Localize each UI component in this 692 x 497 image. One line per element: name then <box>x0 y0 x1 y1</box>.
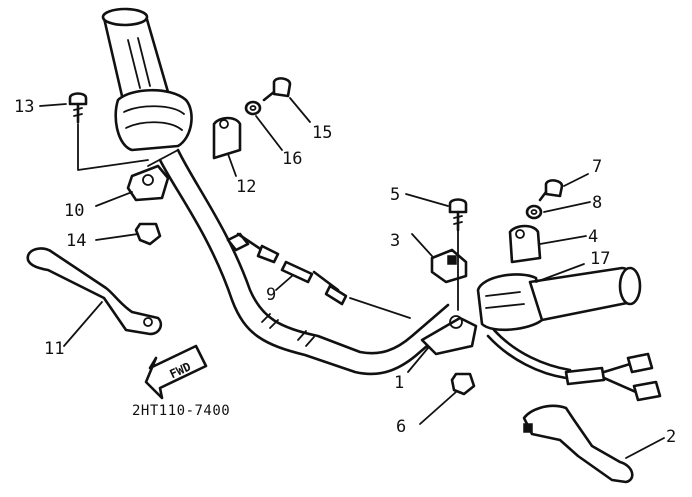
callout-6: 6 <box>396 417 406 437</box>
lever-11 <box>26 247 163 336</box>
clamp-12 <box>212 116 242 160</box>
callout-4: 4 <box>588 227 598 247</box>
handlebar <box>158 148 457 376</box>
callout-12: 12 <box>236 177 256 197</box>
callout-15: 15 <box>312 123 332 143</box>
screw-5 <box>448 198 468 232</box>
lever-2 <box>522 404 634 484</box>
screw-15 <box>262 77 292 102</box>
callout-7: 7 <box>592 157 602 177</box>
callout-14: 14 <box>66 231 86 251</box>
part-code: 2HT110-7400 <box>132 403 230 419</box>
washer-8 <box>525 204 543 220</box>
grip-17 <box>528 266 642 322</box>
switch-3 <box>430 248 468 284</box>
callout-16: 16 <box>282 149 302 169</box>
callout-10: 10 <box>64 201 84 221</box>
callout-8: 8 <box>592 193 602 213</box>
callout-1: 1 <box>394 373 404 393</box>
nut-14 <box>134 222 162 246</box>
leader-lines <box>39 97 665 459</box>
nut-6 <box>450 372 476 396</box>
callout-13: 13 <box>14 97 34 117</box>
left-grip <box>101 7 170 102</box>
callout-17: 17 <box>590 249 610 269</box>
callout-2: 2 <box>666 427 676 447</box>
callout-5: 5 <box>390 185 400 205</box>
screw-13 <box>68 92 88 124</box>
forward-arrow: FWD <box>144 344 208 400</box>
switch-cable <box>486 328 662 402</box>
callout-3: 3 <box>390 231 400 251</box>
lever-holder-1 <box>420 315 478 356</box>
left-switch-housing <box>114 88 193 152</box>
lever-holder-left <box>126 164 170 202</box>
clamp-4 <box>508 224 542 264</box>
callouts: 1 2 3 4 5 6 7 8 9 10 11 12 13 14 15 16 1… <box>14 97 676 447</box>
washer-16 <box>244 100 262 116</box>
screw-7 <box>538 179 564 202</box>
callout-9: 9 <box>266 285 276 305</box>
callout-11: 11 <box>44 339 64 359</box>
wire-harness-9 <box>226 232 411 319</box>
